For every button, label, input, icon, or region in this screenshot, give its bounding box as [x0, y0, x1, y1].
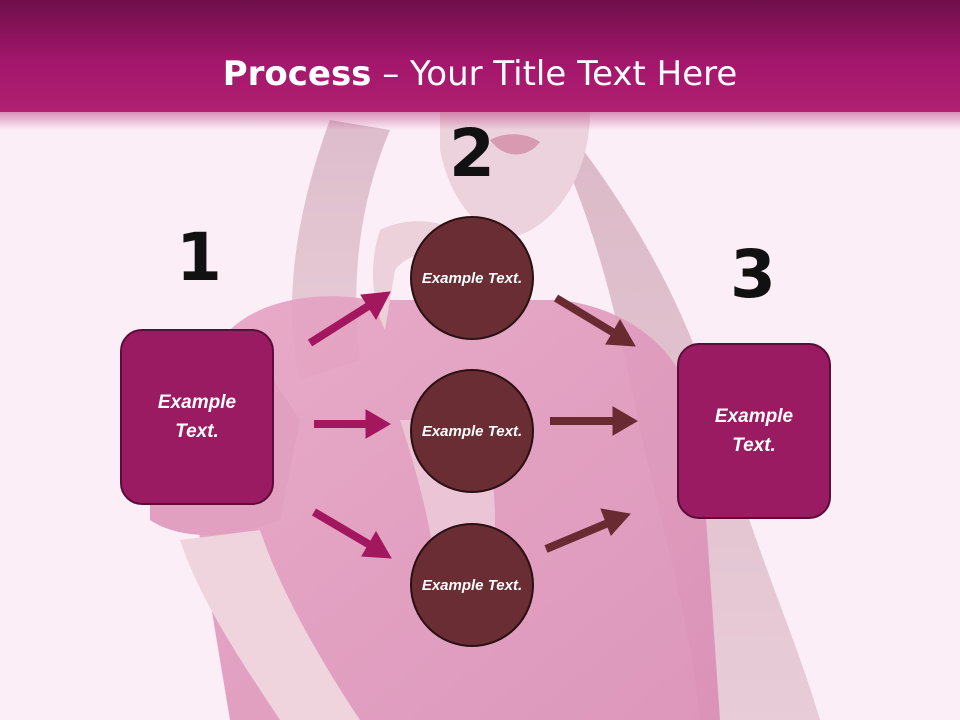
step-1-box: Example Text. [120, 329, 274, 505]
header-fade [0, 108, 960, 130]
header-bar [0, 0, 960, 112]
step-2-circle-middle: Example Text. [410, 369, 534, 493]
step-number-1: 1 [176, 219, 222, 296]
step-number-2: 2 [449, 115, 495, 192]
arrow-to-top-circle [307, 291, 391, 347]
title-bold: Process [222, 54, 372, 94]
arrow-to-middle-circle [314, 409, 391, 439]
title-rest: – Your Title Text Here [371, 54, 738, 94]
circle-middle-label: Example Text. [421, 422, 523, 440]
step-number-3: 3 [730, 236, 776, 313]
step-3-box: Example Text. [677, 343, 831, 519]
circle-top-label: Example Text. [421, 269, 523, 287]
page-title: Process – Your Title Text Here [0, 52, 960, 96]
arrow-to-bottom-circle [311, 508, 392, 559]
arrow-from-middle-circle [550, 406, 638, 436]
arrow-from-bottom-circle [544, 508, 631, 553]
step-3-label: Example Text. [714, 406, 794, 456]
arrow-from-top-circle [553, 294, 636, 347]
step-1-label: Example Text. [157, 392, 237, 442]
step-2-circle-bottom: Example Text. [410, 523, 534, 647]
step-2-circle-top: Example Text. [410, 216, 534, 340]
circle-bottom-label: Example Text. [421, 576, 523, 594]
